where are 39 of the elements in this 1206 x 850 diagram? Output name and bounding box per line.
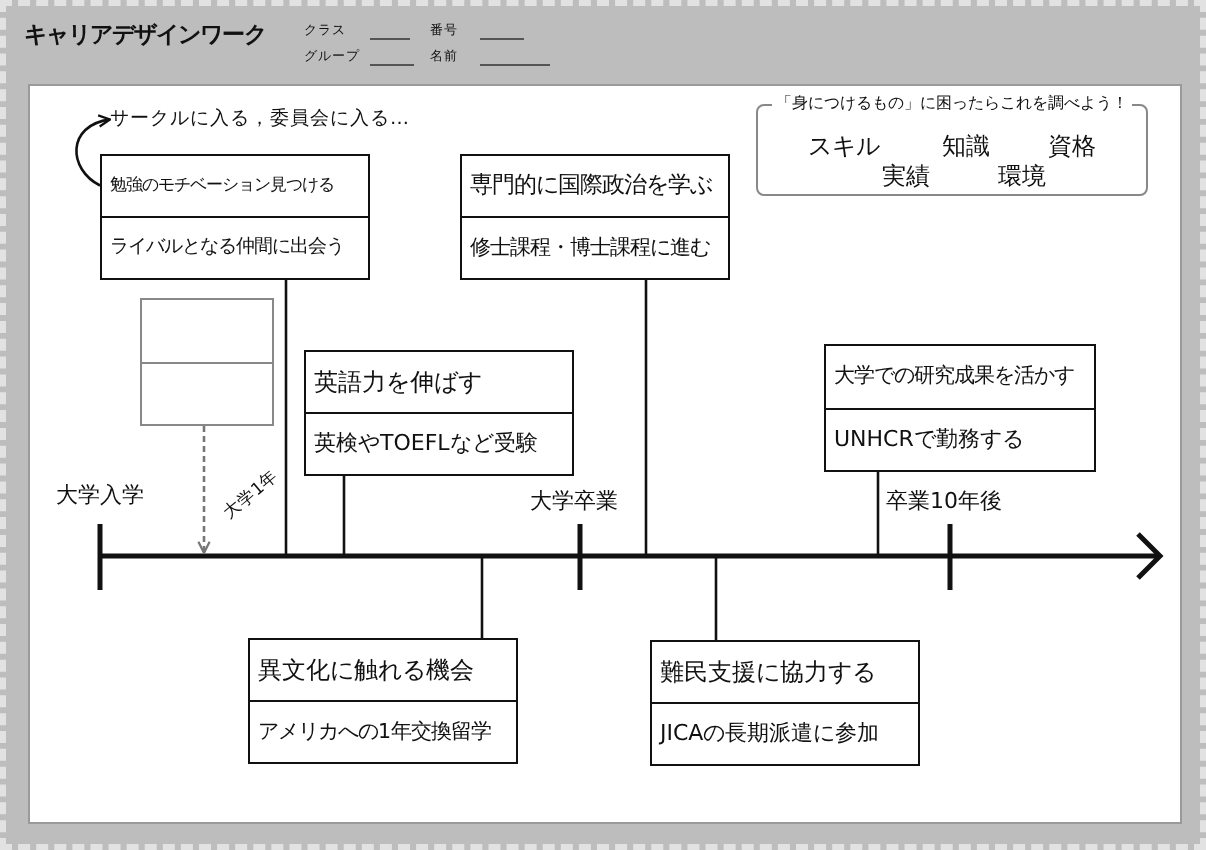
- connector-line: [284, 280, 288, 556]
- event-title: 英語力を伸ばす: [314, 367, 482, 397]
- connector-line: [644, 280, 648, 556]
- tips-keyword: スキル: [808, 132, 880, 161]
- event-title: 異文化に触れる機会: [258, 655, 474, 685]
- connector-line: [342, 476, 346, 556]
- tips-keyword: 知識: [942, 132, 990, 161]
- timeline-label: 大学入学: [56, 484, 144, 510]
- event-box: [248, 638, 518, 764]
- event-box: [824, 344, 1096, 472]
- curved-arrow: [75, 115, 112, 187]
- tips-keyword: 環境: [998, 162, 1046, 191]
- event-detail: アメリカへの1年交換留学: [258, 719, 492, 745]
- dashed-arrow: [197, 426, 211, 555]
- empty-box: [140, 298, 274, 426]
- connector-line: [714, 556, 718, 640]
- worksheet-title: キャリアデザインワーク: [24, 22, 266, 50]
- timeline-label: 大学1年: [221, 468, 284, 526]
- handwritten-note: サークルに入る，委員会に入る…: [110, 108, 409, 131]
- event-detail: 英検やTOEFLなど受験: [314, 430, 538, 458]
- event-title: 勉強のモチベーション見つける: [110, 176, 334, 196]
- event-box: [100, 154, 370, 280]
- timeline-label: 卒業10年後: [886, 490, 1002, 516]
- event-title: 大学での研究成果を活かす: [834, 364, 1074, 389]
- event-title: 専門的に国際政治を学ぶ: [470, 172, 712, 200]
- tips-keyword: 資格: [1048, 132, 1096, 161]
- tips-keyword: 実績: [882, 162, 930, 191]
- event-box: [650, 640, 920, 766]
- tips-heading: 「身につけるもの」に困ったらこれを調べよう！: [772, 94, 1132, 114]
- connector-line: [480, 556, 484, 638]
- event-title: 難民支援に協力する: [660, 657, 876, 687]
- event-detail: UNHCRで勤務する: [834, 426, 1024, 453]
- event-detail: 修士課程・博士課程に進む: [470, 235, 710, 261]
- connector-line: [876, 472, 880, 556]
- event-box: [460, 154, 730, 280]
- timeline-label: 大学卒業: [530, 490, 618, 516]
- event-detail: JICAの長期派遣に参加: [660, 720, 880, 748]
- event-detail: ライバルとなる仲間に出会う: [110, 236, 344, 260]
- event-box: [304, 350, 574, 476]
